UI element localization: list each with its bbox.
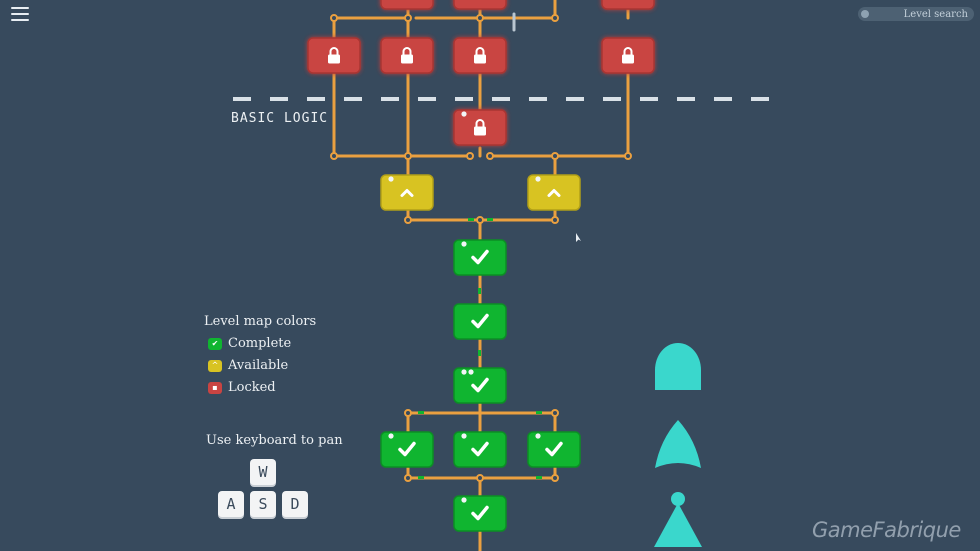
lock-icon (401, 47, 413, 64)
progress-dot (468, 369, 474, 375)
level-node-locked-row-4[interactable] (601, 37, 655, 74)
check-icon (471, 505, 489, 521)
mouse-cursor-icon (576, 233, 581, 242)
progress-dot (461, 433, 467, 439)
check-icon (471, 249, 489, 265)
level-node-complete-3[interactable] (453, 367, 507, 404)
level-node-top-partial-1[interactable] (380, 0, 434, 10)
lock-icon (474, 47, 486, 64)
key-s[interactable]: S (250, 491, 276, 517)
level-search-input[interactable]: Level search (858, 7, 974, 21)
level-node-top-partial-2[interactable] (453, 0, 507, 10)
lock-icon: ▪ (208, 381, 222, 394)
progress-dot (461, 111, 467, 117)
level-node-complete-branch-right[interactable] (527, 431, 581, 468)
legend-label: Complete (228, 336, 292, 351)
key-a[interactable]: A (218, 491, 244, 517)
hamburger-menu-icon[interactable] (11, 7, 29, 21)
level-node-complete-2[interactable] (453, 303, 507, 340)
check-icon (471, 313, 489, 329)
and-gate-shape-icon (655, 343, 701, 390)
progress-dot (388, 176, 394, 182)
lock-icon (622, 47, 634, 64)
lock-icon (328, 47, 340, 64)
gate-shapes (654, 343, 702, 547)
check-icon (398, 441, 416, 457)
legend-item-available: ^ Available (208, 358, 288, 373)
chevron-up-icon (547, 189, 561, 197)
level-node-locked-row-1[interactable] (307, 37, 361, 74)
level-search-placeholder: Level search (903, 8, 968, 20)
level-node-complete-bottom[interactable] (453, 495, 507, 532)
legend-label: Available (228, 358, 289, 373)
level-node-locked-row-2[interactable] (380, 37, 434, 74)
level-node-basic-logic-entry[interactable] (453, 109, 507, 146)
buffer-gate-shape-icon (654, 492, 702, 547)
progress-dot (461, 497, 467, 503)
chevron-up-icon (400, 189, 414, 197)
progress-dot (461, 241, 467, 247)
legend-title: Level map colors (204, 314, 317, 329)
watermark-logo: GameFabrique (812, 518, 961, 542)
chevron-up-icon: ^ (208, 359, 222, 372)
check-icon (471, 377, 489, 393)
check-icon (545, 441, 563, 457)
progress-dot (461, 369, 467, 375)
search-icon (861, 10, 869, 18)
signal-dots (418, 218, 542, 479)
level-node-locked-row-3[interactable] (453, 37, 507, 74)
legend-item-complete: ✔ Complete (208, 336, 291, 351)
progress-dot (535, 176, 541, 182)
key-w[interactable]: W (250, 459, 276, 485)
level-node-complete-branch-center[interactable] (453, 431, 507, 468)
level-node-available-left[interactable] (380, 174, 434, 211)
legend-label: Locked (228, 380, 276, 395)
level-node-complete-1[interactable] (453, 239, 507, 276)
level-node-available-right[interactable] (527, 174, 581, 211)
section-label: BASIC LOGIC (231, 111, 329, 126)
lock-icon (474, 119, 486, 136)
legend-item-locked: ▪ Locked (208, 380, 276, 395)
wire-joints (330, 14, 632, 482)
or-gate-shape-icon (655, 420, 701, 468)
pan-help-title: Use keyboard to pan (206, 433, 343, 448)
level-node-complete-branch-left[interactable] (380, 431, 434, 468)
key-d[interactable]: D (282, 491, 308, 517)
check-icon (471, 441, 489, 457)
progress-dot (388, 433, 394, 439)
level-node-top-partial-3[interactable] (601, 0, 655, 10)
check-icon: ✔ (208, 337, 222, 350)
progress-dot (535, 433, 541, 439)
